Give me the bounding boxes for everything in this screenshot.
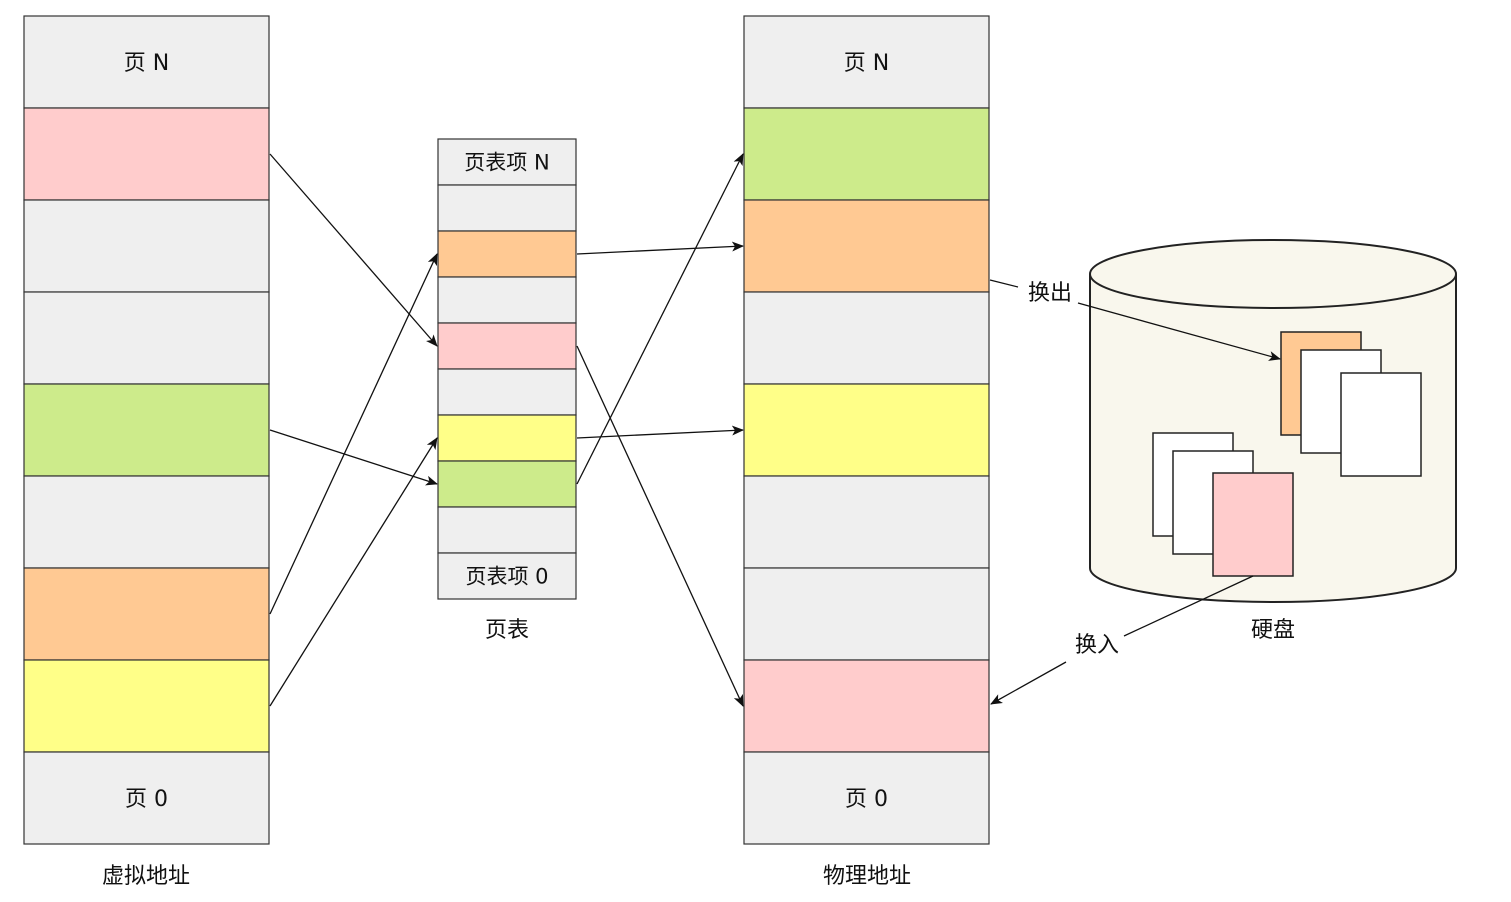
- virtual-address-label: 虚拟地址: [102, 864, 190, 889]
- virtual-page-0-label: 页 N: [124, 51, 169, 76]
- page-table-label: 页表: [485, 618, 529, 643]
- page-table-entry-8: [437, 506, 577, 554]
- virtual-page-8-label: 页 0: [125, 787, 168, 812]
- virtual-page-3: [23, 291, 270, 385]
- swap-in-label: 换入: [1075, 633, 1119, 658]
- page-table-entry-5: [437, 368, 577, 416]
- page-table-column: 页表项 N 页表项 0: [437, 138, 577, 600]
- page-table-entry-1: [437, 184, 577, 232]
- physical-page-8-label: 页 0: [845, 787, 888, 812]
- physical-page-7: [743, 659, 990, 753]
- disk-swapped-page-bottom-2: [1212, 472, 1294, 577]
- physical-page-3: [743, 291, 990, 385]
- swap-out-arrow-tail: [989, 279, 1019, 288]
- disk-label: 硬盘: [1251, 618, 1295, 643]
- virtual-page-6: [23, 567, 270, 661]
- table-to-physical-arrow-1: [576, 345, 744, 707]
- table-to-physical-arrow-3: [576, 153, 744, 485]
- page-table-entry-9: [437, 552, 577, 600]
- virtual-page-0: [23, 15, 270, 109]
- virtual-page-2: [23, 199, 270, 293]
- physical-page-5: [743, 475, 990, 569]
- virtual-to-table-arrow-3: [269, 437, 438, 707]
- swap-out-label: 换出: [1028, 281, 1072, 306]
- virtual-address-column: 页 N 页 0: [23, 15, 270, 845]
- page-table-entry-7: [437, 460, 577, 508]
- physical-page-0-label: 页 N: [844, 51, 889, 76]
- page-table-entry-9-label: 页表项 0: [465, 565, 548, 589]
- swap-in-arrow: [990, 661, 1067, 705]
- physical-page-4: [743, 383, 990, 477]
- disk-pages: [1152, 331, 1422, 577]
- virtual-page-5: [23, 475, 270, 569]
- swap-in-arrow-tail: [1123, 575, 1254, 637]
- page-table-entry-4: [437, 322, 577, 370]
- physical-page-2: [743, 199, 990, 293]
- virtual-page-1: [23, 107, 270, 201]
- table-to-physical-arrow-0: [576, 241, 744, 255]
- page-table-entry-0: [437, 138, 577, 186]
- table-to-physical-arrow-2: [576, 425, 744, 439]
- physical-page-8: [743, 751, 990, 845]
- mapping-arrows: [269, 153, 744, 707]
- virtual-to-table-arrow-2: [269, 253, 438, 615]
- physical-address-label: 物理地址: [823, 864, 911, 889]
- swap-out-arrow: [1077, 302, 1281, 361]
- physical-address-column: 页 N 页 0: [743, 15, 990, 845]
- page-table-entry-6: [437, 414, 577, 462]
- page-table-entry-0-label: 页表项 N: [464, 151, 549, 175]
- disk-swapped-page-top-2: [1340, 372, 1422, 477]
- virtual-page-8: [23, 751, 270, 845]
- physical-page-6: [743, 567, 990, 661]
- virtual-page-4: [23, 383, 270, 477]
- physical-page-0: [743, 15, 990, 109]
- virtual-to-table-arrow-1: [269, 429, 438, 486]
- page-table-entry-2: [437, 230, 577, 278]
- page-table-entry-3: [437, 276, 577, 324]
- virtual-to-table-arrow-0: [269, 153, 438, 347]
- virtual-page-7: [23, 659, 270, 753]
- physical-page-1: [743, 107, 990, 201]
